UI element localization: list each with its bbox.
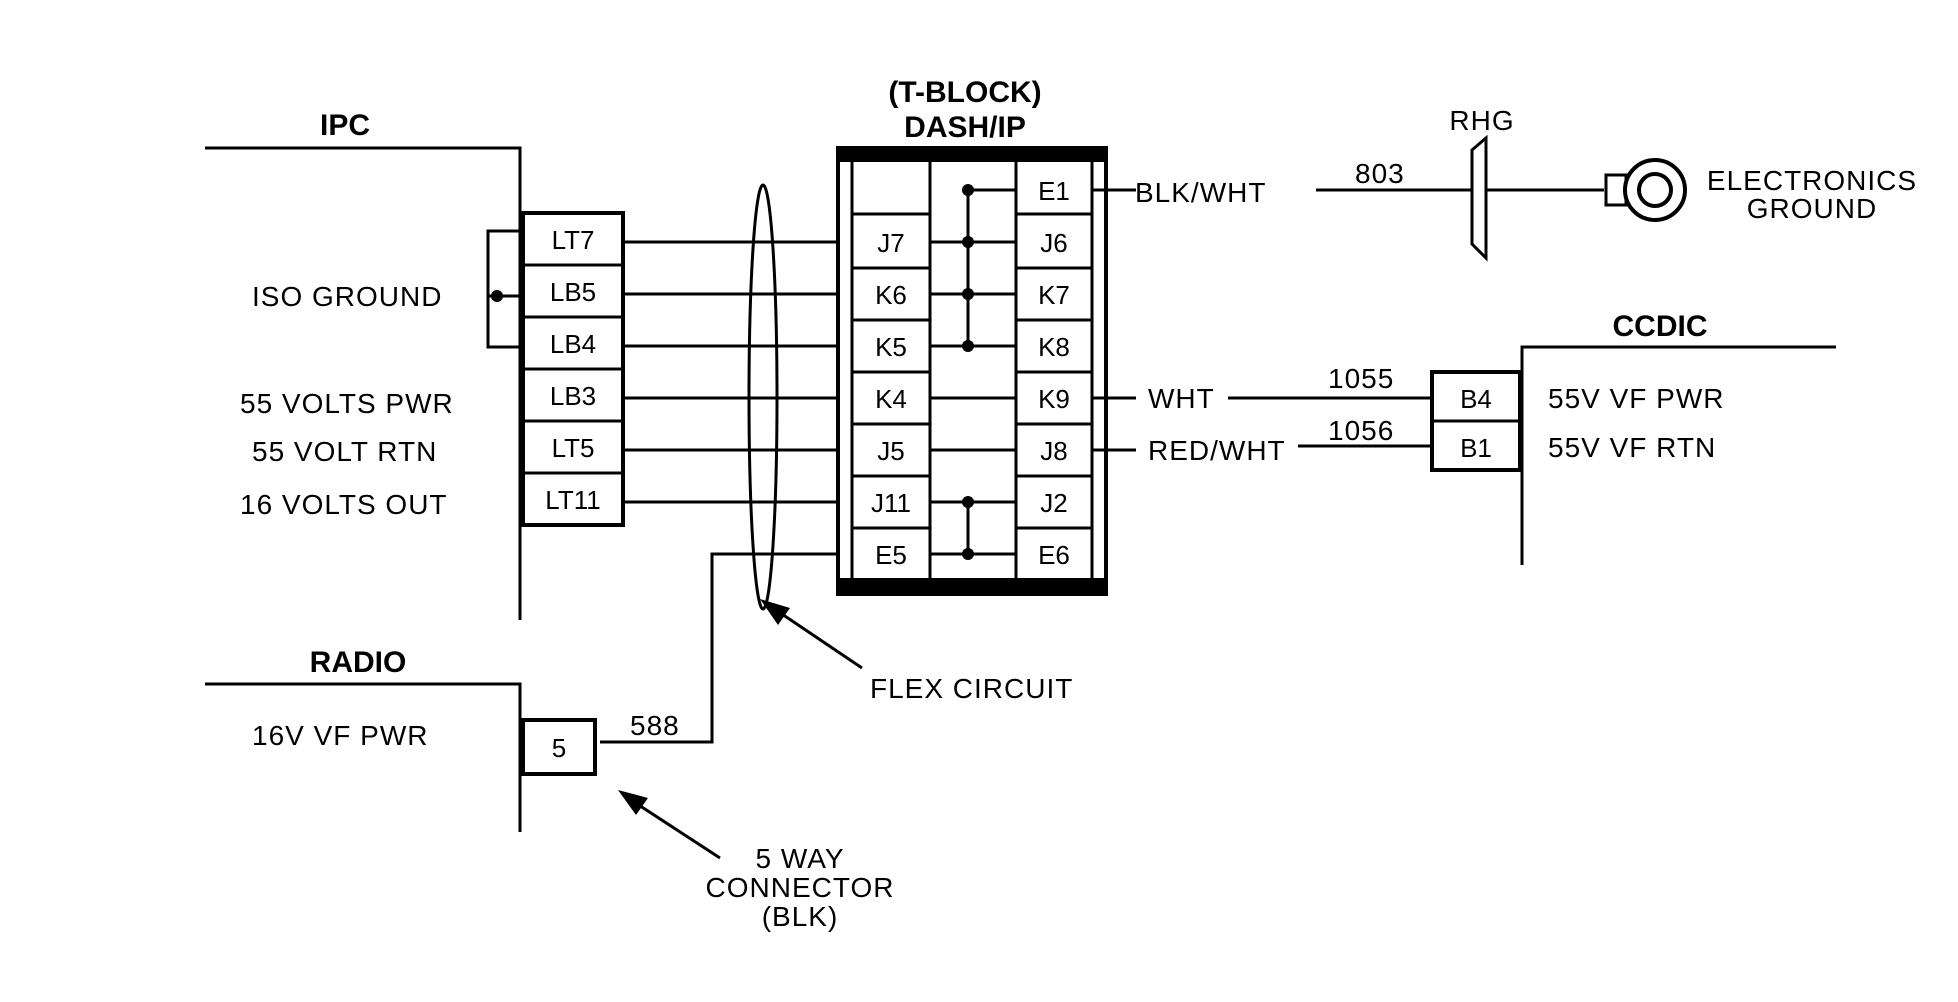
tblock-bus-lower <box>930 496 1016 560</box>
t-block: (T-BLOCK) DASH/IP J7 K6 K5 <box>836 76 1108 596</box>
tblock-rows <box>852 212 1092 530</box>
flex-wires <box>600 240 852 744</box>
electronics-ground-label-1: ELECTRONICS <box>1707 165 1917 196</box>
radio-pin-5: 5 <box>552 733 566 763</box>
ccdic-circuit-1056: 1056 <box>1328 415 1394 446</box>
ccdic-label-rtn: 55V VF RTN <box>1548 432 1716 463</box>
ipc-title: IPC <box>320 109 370 142</box>
iso-ground-splice <box>491 290 503 302</box>
rhg-grommet <box>1470 134 1488 262</box>
electronics-ground: BLK/WHT 803 RHG ELECTRONICS GROUND <box>1092 105 1917 262</box>
ipc-label-16v-out: 16 VOLTS OUT <box>240 489 448 520</box>
ccdic-pin-b1: B1 <box>1460 433 1492 463</box>
tblock-pin-j7: J7 <box>877 228 904 258</box>
radio-connector <box>521 718 597 776</box>
ipc-pin-lb3: LB3 <box>550 381 596 411</box>
radio-housing-line <box>205 682 522 832</box>
ipc-label-55v-rtn: 55 VOLT RTN <box>252 436 437 467</box>
flex-circuit-callout: FLEX CIRCUIT <box>760 599 1073 704</box>
ipc-pin-lb5: LB5 <box>550 277 596 307</box>
ipc-pin-lt7: LT7 <box>552 225 595 255</box>
tblock-pin-e6: E6 <box>1038 540 1070 570</box>
radio-circuit-588: 588 <box>630 710 680 741</box>
rhg-label: RHG <box>1449 105 1514 136</box>
tblock-pin-j11: J11 <box>871 488 911 518</box>
wire-588 <box>600 552 852 744</box>
tblock-pin-e5: E5 <box>875 540 907 570</box>
ccdic-housing-line <box>1520 345 1836 565</box>
ccdic-wire-color-redwht: RED/WHT <box>1148 435 1286 466</box>
tblock-pass-through <box>930 396 1016 452</box>
tblock-pin-j8: J8 <box>1040 436 1067 466</box>
radio-title: RADIO <box>310 646 407 679</box>
connector-label-2: CONNECTOR <box>706 872 895 903</box>
iso-ground-label: ISO GROUND <box>252 281 442 312</box>
connector-label-3: (BLK) <box>762 901 839 932</box>
ipc-housing-line <box>205 146 522 620</box>
tblock-pin-k4: K4 <box>875 384 907 414</box>
iso-ground-jumper <box>486 229 523 349</box>
tblock-pin-k7: K7 <box>1038 280 1070 310</box>
flex-circuit-label: FLEX CIRCUIT <box>870 673 1073 704</box>
ccdic-pin-b4: B4 <box>1460 384 1492 414</box>
ipc-pin-lt11: LT11 <box>545 485 600 515</box>
ccdic-title: CCDIC <box>1613 310 1708 343</box>
tblock-pin-e1: E1 <box>1038 176 1070 206</box>
radio-module: RADIO 5 16V VF PWR 588 <box>205 646 680 832</box>
tblock-top-bar <box>838 148 1106 162</box>
ccdic-module: CCDIC B4 B1 55V VF PWR 55V VF RTN WHT 10… <box>1092 310 1836 565</box>
radio-label: 16V VF PWR <box>252 720 428 751</box>
ipc-label-55v-pwr: 55 VOLTS PWR <box>240 388 454 419</box>
tblock-bottom-bar <box>838 578 1106 594</box>
ccdic-wire-color-wht: WHT <box>1148 383 1215 414</box>
flex-circuit-ellipse <box>747 183 779 611</box>
connector-arrow-icon <box>618 790 648 815</box>
tblock-pin-j5: J5 <box>877 436 904 466</box>
tblock-pin-k9: K9 <box>1038 384 1070 414</box>
tblock-title-line2: DASH/IP <box>904 111 1026 144</box>
connector-callout: 5 WAY CONNECTOR (BLK) <box>618 790 895 932</box>
tblock-pin-k6: K6 <box>875 280 907 310</box>
ground-wire-color: BLK/WHT <box>1135 177 1266 208</box>
tblock-pin-k5: K5 <box>875 332 907 362</box>
tblock-pin-j6: J6 <box>1040 228 1067 258</box>
ipc-pin-lt5: LT5 <box>552 433 595 463</box>
ipc-pin-cells <box>523 263 623 475</box>
tblock-pin-k8: K8 <box>1038 332 1070 362</box>
tblock-title-line1: (T-BLOCK) <box>888 76 1041 109</box>
tblock-pin-j2: J2 <box>1040 488 1067 518</box>
ground-circuit-number: 803 <box>1355 158 1405 189</box>
electronics-ground-label-2: GROUND <box>1747 193 1877 224</box>
ccdic-circuit-1055: 1055 <box>1328 363 1394 394</box>
ipc-pin-lb4: LB4 <box>550 329 596 359</box>
tblock-bus-upper <box>930 184 1016 352</box>
ipc-module: IPC LT7 LB5 LB4 LB3 LT5 LT11 ISO GROUND … <box>205 109 625 620</box>
connector-label-1: 5 WAY <box>755 843 844 874</box>
flex-arrow-icon <box>760 599 790 625</box>
ccdic-label-pwr: 55V VF PWR <box>1548 383 1724 414</box>
